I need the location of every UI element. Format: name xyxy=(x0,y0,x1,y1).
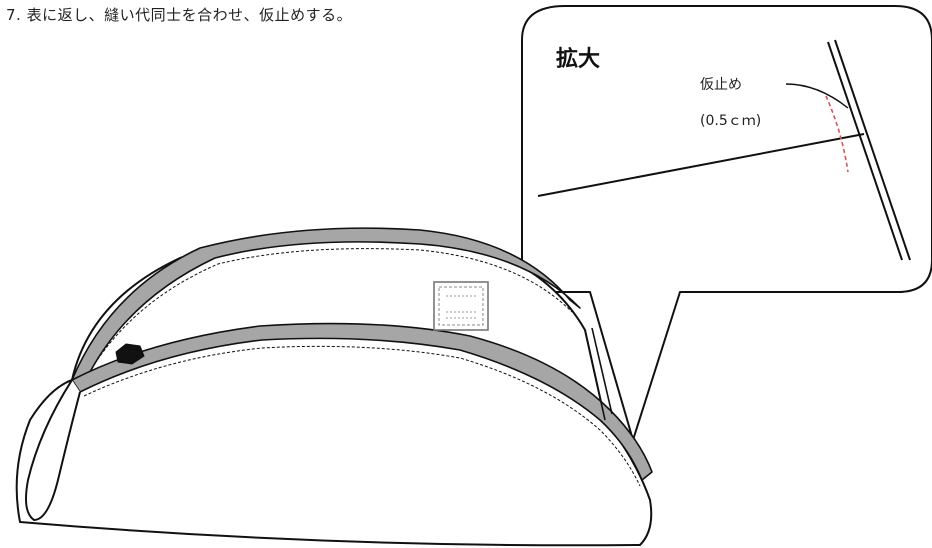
lower-stitch xyxy=(83,345,641,487)
fabric-edge-inner xyxy=(827,41,903,261)
care-label-icon xyxy=(433,281,489,331)
callout-bubble xyxy=(521,5,932,441)
upper-seam-band xyxy=(71,227,581,381)
baste-measure: (0.5ｃｍ) xyxy=(700,113,761,129)
bag-right-edge-inner xyxy=(591,327,613,415)
zoom-title: 拡大 xyxy=(556,47,600,72)
zoom-callout: 拡大 仮止め (0.5ｃｍ) xyxy=(521,5,932,441)
basting-stitch xyxy=(825,95,849,173)
lower-seam-band xyxy=(71,322,653,481)
zipper-pull-icon xyxy=(115,343,145,365)
bag-right-edge xyxy=(584,329,606,421)
seam-line xyxy=(537,133,865,197)
upper-stitch xyxy=(91,248,573,369)
fabric-edge-outer xyxy=(834,39,911,261)
bag-illustration xyxy=(15,227,653,547)
baste-label: 仮止め xyxy=(700,77,742,93)
bag-side-end xyxy=(25,379,81,521)
leader-line xyxy=(785,83,849,109)
step-caption: 7. 表に返し、縫い代同士を合わせ、仮止めする。 xyxy=(6,6,353,24)
